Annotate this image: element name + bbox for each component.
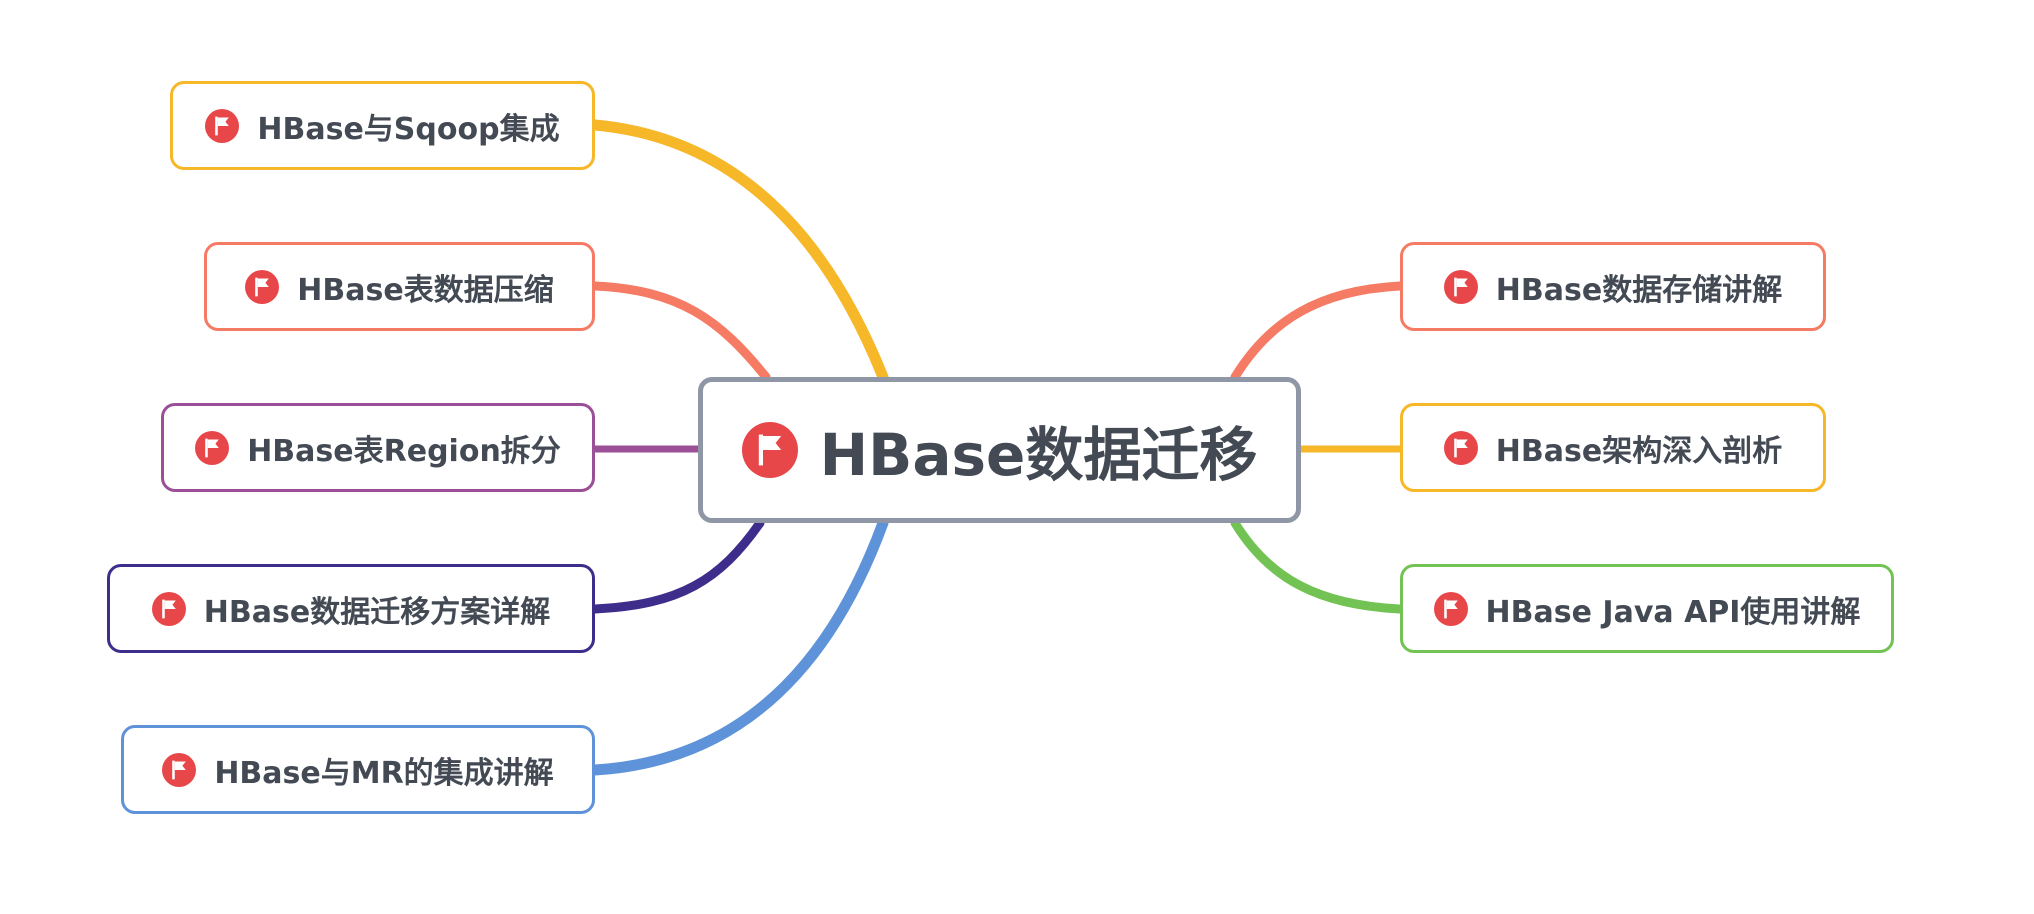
topic-hbase-java-api[interactable]: HBase Java API使用讲解 xyxy=(1400,564,1894,653)
flag-icon xyxy=(1443,430,1478,465)
flag-icon xyxy=(741,422,798,478)
central-topic-title: HBase数据迁移 xyxy=(819,421,1258,489)
topic-label: HBase表数据压缩 xyxy=(297,272,554,308)
topic-hbase-mr-integration[interactable]: HBase与MR的集成讲解 xyxy=(121,725,595,814)
flag-icon xyxy=(162,752,197,787)
topic-label: HBase与Sqoop集成 xyxy=(257,111,560,147)
topic-label: HBase数据存储讲解 xyxy=(1495,272,1783,308)
flag-icon xyxy=(1443,269,1478,304)
topic-hbase-region-split[interactable]: HBase表Region拆分 xyxy=(161,403,595,492)
topic-label: HBase表Region拆分 xyxy=(247,433,561,469)
connector-mr xyxy=(589,517,889,776)
connector-storage xyxy=(1230,281,1405,382)
topic-label: HBase架构深入剖析 xyxy=(1495,433,1783,469)
connector-sqoop xyxy=(589,119,889,383)
flag-icon xyxy=(1433,591,1468,626)
connector-migplan xyxy=(590,518,765,614)
topic-label: HBase与MR的集成讲解 xyxy=(214,755,554,791)
topic-label: HBase Java API使用讲解 xyxy=(1485,594,1861,630)
flag-icon xyxy=(245,269,280,304)
topic-hbase-architecture[interactable]: HBase架构深入剖析 xyxy=(1400,403,1826,492)
flag-icon xyxy=(195,430,230,465)
topic-hbase-sqoop[interactable]: HBase与Sqoop集成 xyxy=(170,81,595,170)
central-topic[interactable]: HBase数据迁移 xyxy=(698,377,1301,523)
topic-hbase-storage[interactable]: HBase数据存储讲解 xyxy=(1400,242,1826,331)
topic-label: HBase数据迁移方案详解 xyxy=(203,594,551,630)
connector-compress xyxy=(590,281,771,382)
flag-icon xyxy=(151,591,186,626)
topic-hbase-compression[interactable]: HBase表数据压缩 xyxy=(204,242,595,331)
topic-hbase-migration-plan[interactable]: HBase数据迁移方案详解 xyxy=(107,564,595,653)
connector-javaapi xyxy=(1230,518,1405,614)
flag-icon xyxy=(205,108,240,143)
